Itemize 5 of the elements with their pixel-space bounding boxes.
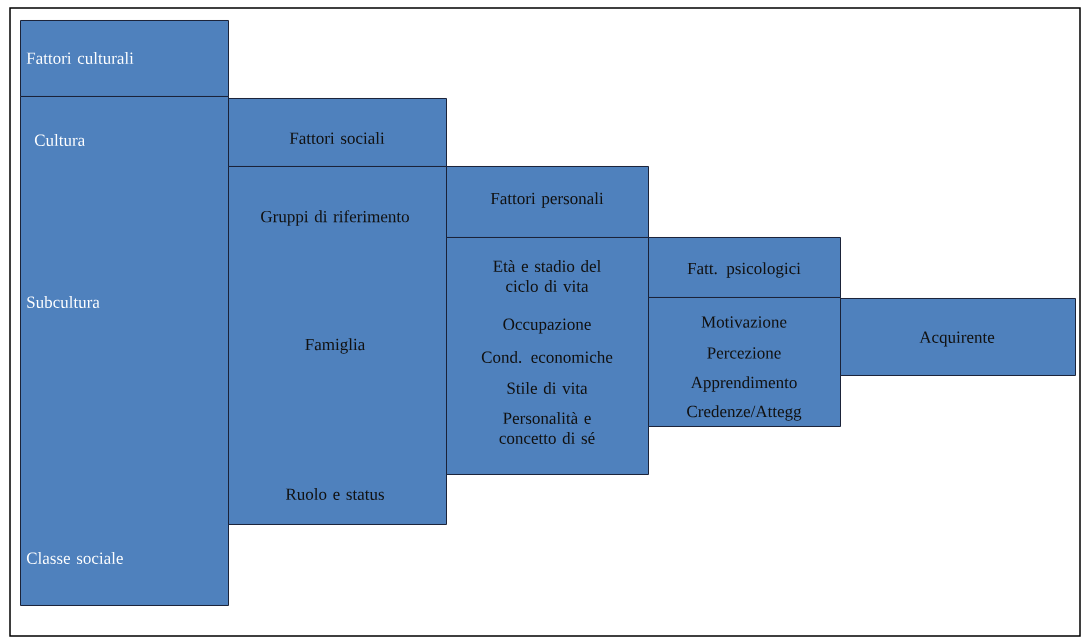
header-box: Fattori culturali <box>20 20 229 97</box>
header-box: Fattori personali <box>446 166 649 238</box>
result-box: Acquirente <box>840 298 1076 376</box>
header-box: Fattori sociali <box>228 98 447 167</box>
header-box: Fatt. psicologici <box>648 237 841 298</box>
